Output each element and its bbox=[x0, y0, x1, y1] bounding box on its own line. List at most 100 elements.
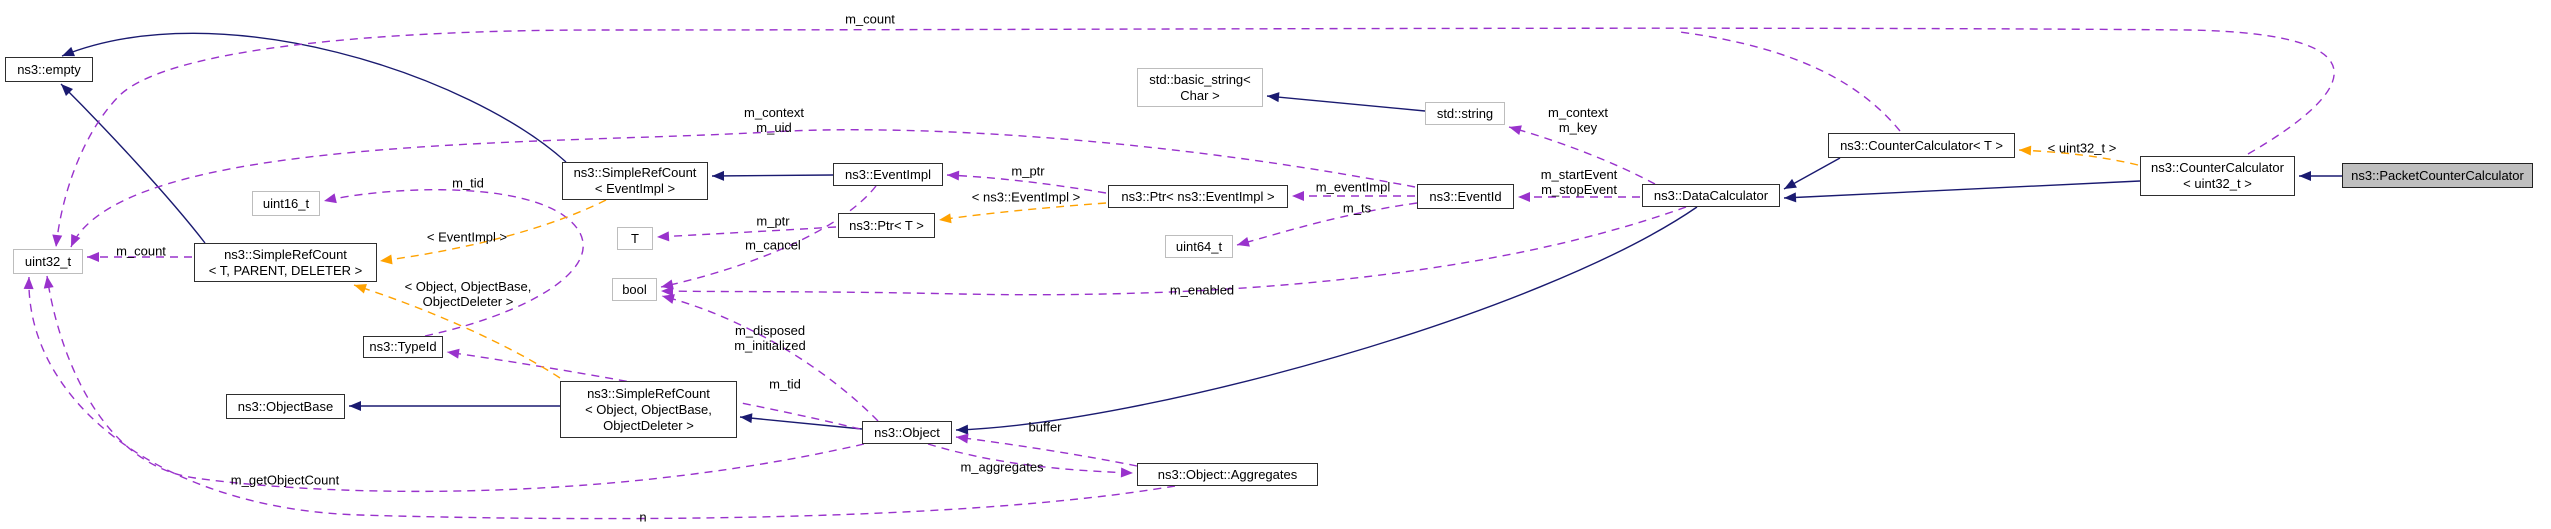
edge-label-m_context-m_key: m_context m_key bbox=[1548, 105, 1608, 135]
edge-label-m_ptr-lower: m_ptr bbox=[756, 213, 790, 229]
node-stdstring: std::string bbox=[1425, 102, 1505, 125]
edge-use-object-bool-m_disposed-m_initialized bbox=[661, 294, 879, 422]
edge-tpl-srcOOO-srcTPD bbox=[353, 283, 561, 379]
node-eventimpl-label: ns3::EventImpl bbox=[845, 166, 931, 182]
edge-use-eventimpl-bool-m_cancel bbox=[660, 185, 877, 290]
node-ccU32[interactable]: ns3::CounterCalculator< uint32_t > bbox=[2140, 156, 2295, 196]
edge-use-aggregates-uint32-n bbox=[23, 276, 1176, 520]
node-ccT-label: ns3::CounterCalculator< T > bbox=[1840, 137, 2003, 153]
node-srcEI-label: < EventImpl > bbox=[594, 181, 676, 196]
node-srcTPD-label: ns3::SimpleRefCount bbox=[224, 246, 347, 262]
node-ptrEI-label: ns3::Ptr< ns3::EventImpl > bbox=[1121, 188, 1275, 204]
edge-inh-srcTPD-empty bbox=[60, 83, 206, 244]
node-uint64: uint64_t bbox=[1165, 235, 1233, 258]
node-uint64-label: uint64_t bbox=[1175, 238, 1223, 254]
edge-label-m_enabled: m_enabled bbox=[1169, 282, 1235, 298]
edge-use-object-aggregates-m_aggregates bbox=[927, 443, 1134, 478]
node-typeid[interactable]: ns3::TypeId bbox=[363, 336, 443, 358]
edge-tpl-srcEI-srcTPD bbox=[379, 199, 607, 265]
node-uint16-label: uint16_t bbox=[262, 195, 310, 211]
node-srcOOO-label: < Object, ObjectBase, bbox=[585, 401, 712, 417]
edge-label-m_startEvent-m_stopEvent: m_startEvent m_stopEvent bbox=[1540, 167, 1618, 197]
node-uint32-label: uint32_t bbox=[24, 253, 72, 269]
edge-label-m_getObjectCount: m_getObjectCount bbox=[230, 472, 340, 488]
node-eventid-label: ns3::EventId bbox=[1429, 188, 1502, 204]
node-srcTPD-label: < T, PARENT, DELETER > bbox=[208, 262, 363, 278]
edge-use-ccT-join-m_count bbox=[1679, 31, 1901, 132]
node-ccT[interactable]: ns3::CounterCalculator< T > bbox=[1828, 133, 2015, 158]
edge-label-m_eventImpl: m_eventImpl bbox=[1315, 179, 1391, 195]
node-ptrT-label: ns3::Ptr< T > bbox=[849, 217, 924, 233]
node-object-label: ns3::Object bbox=[874, 424, 940, 440]
node-ccU32-label: ns3::CounterCalculator bbox=[2151, 160, 2284, 175]
node-ccU32-label: < uint32_t > bbox=[2183, 176, 2252, 191]
edge-use-eventid-uint64-m_ts bbox=[1236, 202, 1418, 247]
node-srcTPD[interactable]: ns3::SimpleRefCount< T, PARENT, DELETER … bbox=[194, 243, 377, 282]
edge-inh-eventimpl-srcEI bbox=[711, 170, 834, 181]
edge-label-tmpl-object-objectbase-objectdeleter: < Object, ObjectBase, ObjectDeleter > bbox=[404, 279, 532, 309]
edge-inh-object-srcOOO bbox=[739, 413, 863, 430]
node-srcOOO[interactable]: ns3::SimpleRefCount< Object, ObjectBase,… bbox=[560, 381, 737, 438]
edge-inh-stdstring-basicstring bbox=[1266, 92, 1426, 112]
node-objbase[interactable]: ns3::ObjectBase bbox=[226, 394, 345, 419]
edge-use-eventid-uint32-m_context-m_uid bbox=[70, 129, 1416, 248]
node-empty-label: ns3::empty bbox=[17, 61, 81, 77]
edge-inh-datacalc-object bbox=[955, 206, 1698, 435]
node-aggregates[interactable]: ns3::Object::Aggregates bbox=[1137, 463, 1318, 486]
node-srcEI[interactable]: ns3::SimpleRefCount< EventImpl > bbox=[562, 162, 708, 200]
edge-inh-ccU32-datacalc bbox=[1783, 180, 2141, 203]
edge-label-m_tid-lower: m_tid bbox=[769, 376, 801, 392]
edge-label-tmpl-uint32: < uint32_t > bbox=[2047, 140, 2117, 156]
edge-label-m_ts: m_ts bbox=[1342, 200, 1372, 216]
node-T: T bbox=[617, 227, 653, 250]
edge-label-n: n bbox=[639, 509, 647, 525]
edge-inh-ccT-datacalc bbox=[1783, 157, 1841, 190]
edge-label-m_context-m_uid: m_context m_uid bbox=[744, 105, 804, 135]
edge-label-m_aggregates: m_aggregates bbox=[960, 459, 1044, 475]
node-pcc-label: ns3::PacketCounterCalculator bbox=[2351, 167, 2524, 183]
node-basicstring: std::basic_string<Char > bbox=[1137, 68, 1263, 107]
node-uint32: uint32_t bbox=[13, 249, 83, 274]
edge-use-datacalc-stdstring-m_context-m_key bbox=[1508, 125, 1656, 185]
node-T-label: T bbox=[631, 230, 639, 246]
node-basicstring-label: std::basic_string< bbox=[1149, 71, 1251, 87]
edge-label-m_count-left: m_count bbox=[116, 243, 166, 259]
node-pcc: ns3::PacketCounterCalculator bbox=[2342, 163, 2533, 188]
edge-use-datacalc-bool-m_enabled bbox=[660, 206, 1687, 297]
edge-use-ccU32-uint32-m_count bbox=[52, 27, 2335, 248]
node-bool: bool bbox=[612, 278, 657, 301]
node-ptrT[interactable]: ns3::Ptr< T > bbox=[838, 213, 935, 238]
edge-use-typeid-uint16-m_tid bbox=[323, 189, 584, 337]
edge-use-aggregates-object-buffer bbox=[955, 433, 1138, 467]
edge-label-m_ptr-upper: m_ptr bbox=[1011, 163, 1045, 179]
node-basicstring-label: Char > bbox=[1180, 87, 1220, 103]
node-uint16: uint16_t bbox=[252, 191, 320, 216]
node-object[interactable]: ns3::Object bbox=[862, 421, 952, 444]
node-bool-label: bool bbox=[622, 281, 647, 297]
node-datacalc[interactable]: ns3::DataCalculator bbox=[1642, 184, 1780, 207]
node-stdstring-label: std::string bbox=[1436, 105, 1494, 121]
edge-tpl-ptrEI-ptrT bbox=[938, 202, 1107, 224]
edge-use-object-typeid-m_tid bbox=[446, 348, 861, 430]
edge-tpl-ccU32-ccT bbox=[2018, 145, 2139, 166]
node-typeid-label: ns3::TypeId bbox=[369, 339, 437, 354]
node-aggregates-label: ns3::Object::Aggregates bbox=[1157, 466, 1298, 482]
edge-label-m_tid-upper: m_tid bbox=[452, 175, 484, 191]
node-ptrEI[interactable]: ns3::Ptr< ns3::EventImpl > bbox=[1108, 185, 1288, 208]
edge-label-m_count-top: m_count bbox=[845, 11, 895, 27]
node-srcOOO-label: ns3::SimpleRefCount bbox=[587, 385, 710, 401]
node-srcOOO-label: ObjectDeleter > bbox=[603, 417, 694, 433]
edge-use-ptrT-T-m_ptr bbox=[656, 226, 837, 242]
edge-label-m_cancel: m_cancel bbox=[745, 237, 801, 253]
edge-inh-srcEI-empty bbox=[61, 32, 567, 163]
edge-label-tmpl-ns3-eventimpl: < ns3::EventImpl > bbox=[971, 189, 1081, 205]
node-eventid[interactable]: ns3::EventId bbox=[1417, 184, 1514, 209]
node-empty[interactable]: ns3::empty bbox=[5, 57, 93, 82]
edge-label-tmpl-eventimpl: < EventImpl > bbox=[426, 229, 508, 245]
edge-label-m_disposed-m_initialized: m_disposed m_initialized bbox=[734, 323, 806, 353]
node-eventimpl[interactable]: ns3::EventImpl bbox=[833, 163, 943, 186]
edge-use-ptrEI-eventimpl-m_ptr bbox=[946, 170, 1107, 194]
node-objbase-label: ns3::ObjectBase bbox=[237, 398, 334, 414]
